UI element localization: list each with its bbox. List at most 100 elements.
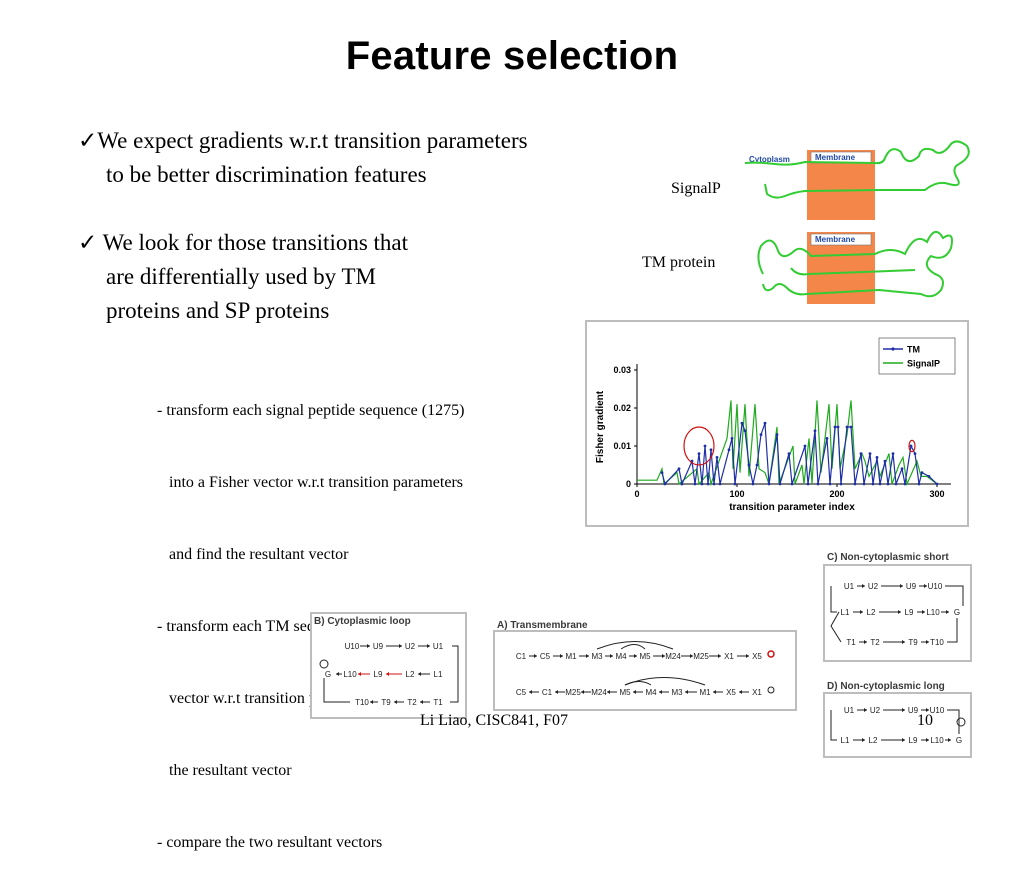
state-edge xyxy=(947,618,958,643)
step-line: - transform each signal peptide sequence… xyxy=(157,402,465,419)
data-point-tm xyxy=(836,425,840,429)
data-point-tm xyxy=(853,482,857,486)
data-point-tm xyxy=(733,482,737,486)
arrow-head xyxy=(610,654,613,658)
arrow-head xyxy=(926,708,929,712)
state-node-d: L10 xyxy=(930,736,944,745)
state-node-c: G xyxy=(954,608,960,617)
arrow-head xyxy=(427,644,430,648)
arrow-head xyxy=(662,654,665,658)
diagram-title: C) Non-cytoplasmic short xyxy=(827,552,949,563)
data-point-tm xyxy=(767,482,771,486)
state-edge xyxy=(830,710,837,741)
state-node-a: M4 xyxy=(615,652,627,661)
arrow-head xyxy=(420,700,423,704)
data-point-tm xyxy=(903,482,907,486)
state-node-b: U2 xyxy=(405,642,416,651)
data-point-tm xyxy=(917,482,921,486)
data-point-tm xyxy=(693,482,697,486)
state-node-b: U10 xyxy=(345,642,360,651)
x-tick-label: 300 xyxy=(929,489,944,499)
arrow-head xyxy=(386,672,389,676)
arrow-head xyxy=(586,654,589,658)
step-line: into a Fisher vector w.r.t transition pa… xyxy=(157,474,463,491)
state-node-c: L10 xyxy=(926,608,940,617)
state-node-c: L2 xyxy=(867,608,876,617)
state-edge xyxy=(323,678,350,703)
bullet-line: We look for those transitions that xyxy=(102,230,409,255)
y-tick-label: 0.02 xyxy=(613,403,631,413)
data-point-tm xyxy=(660,471,664,474)
state-node-a: M1 xyxy=(699,688,711,697)
data-point-tm xyxy=(712,482,716,486)
state-node-c: U1 xyxy=(844,582,855,591)
arrow-head xyxy=(902,640,905,644)
data-point-tm xyxy=(775,433,779,436)
arrow-head xyxy=(718,654,721,658)
y-axis-title: Fisher gradient xyxy=(595,390,606,463)
signalp-chain xyxy=(745,140,970,199)
data-point-tm xyxy=(700,482,704,486)
state-edge xyxy=(620,644,646,650)
data-point-tm xyxy=(751,482,755,486)
data-point-tm xyxy=(730,437,734,440)
arrow-head xyxy=(860,610,863,614)
data-point-tm xyxy=(706,482,710,486)
arrow-head xyxy=(926,738,929,742)
state-node-a: M25 xyxy=(565,688,581,697)
state-node-b: L9 xyxy=(374,670,383,679)
step-line: the resultant vector xyxy=(157,762,292,779)
data-point-tm xyxy=(663,482,667,486)
data-point-tm xyxy=(849,425,853,429)
state-node-c: U10 xyxy=(928,582,943,591)
state-node-d: L1 xyxy=(841,736,850,745)
state-node-a: M3 xyxy=(591,652,603,661)
arrow-head xyxy=(924,584,927,588)
arrow-head xyxy=(713,690,716,694)
data-point-tm xyxy=(759,433,763,436)
self-loop xyxy=(956,717,966,727)
state-node-c: L1 xyxy=(841,608,850,617)
arrow-head xyxy=(607,690,610,694)
tm-protein-caption: TM protein xyxy=(642,254,716,271)
arrow-head xyxy=(862,584,865,588)
state-edge xyxy=(830,586,837,613)
data-point-tm xyxy=(697,452,701,455)
arrow-head xyxy=(864,708,867,712)
x-tick-label: 0 xyxy=(634,489,639,499)
arrow-head xyxy=(581,690,584,694)
legend-box xyxy=(878,337,956,375)
data-point-tm xyxy=(862,482,866,486)
arrow-head xyxy=(685,690,688,694)
data-point-tm xyxy=(790,482,794,486)
state-node-a: M5 xyxy=(639,652,651,661)
legend-marker xyxy=(891,347,895,351)
data-point-tm xyxy=(703,444,707,448)
check-icon: ✓ xyxy=(78,230,98,255)
state-node-a: M25 xyxy=(693,652,709,661)
state-node-a: C5 xyxy=(516,688,527,697)
data-point-tm xyxy=(883,459,887,463)
state-node-d: L9 xyxy=(909,736,918,745)
arrow-head xyxy=(418,672,421,676)
arrow-head xyxy=(555,690,558,694)
arrow-head xyxy=(399,644,402,648)
bullet-transitions: ✓ We look for those transitions that are… xyxy=(78,226,408,328)
data-point-tm xyxy=(763,421,767,425)
bullet-line: We expect gradients w.r.t transition par… xyxy=(97,128,528,153)
footer-author: Li Liao, CISC841, F07 xyxy=(420,712,569,729)
data-point-tm xyxy=(894,482,898,486)
data-point-tm xyxy=(878,482,882,486)
membrane-diagram: Cytoplasm Membrane Membrane xyxy=(745,140,970,304)
x-axis-title: transition parameter index xyxy=(729,502,855,513)
state-edge xyxy=(450,645,459,703)
series-line-signalp xyxy=(637,400,938,487)
state-node-b: T9 xyxy=(381,698,391,707)
state-node-b: U1 xyxy=(433,642,444,651)
arrow-head xyxy=(946,610,949,614)
